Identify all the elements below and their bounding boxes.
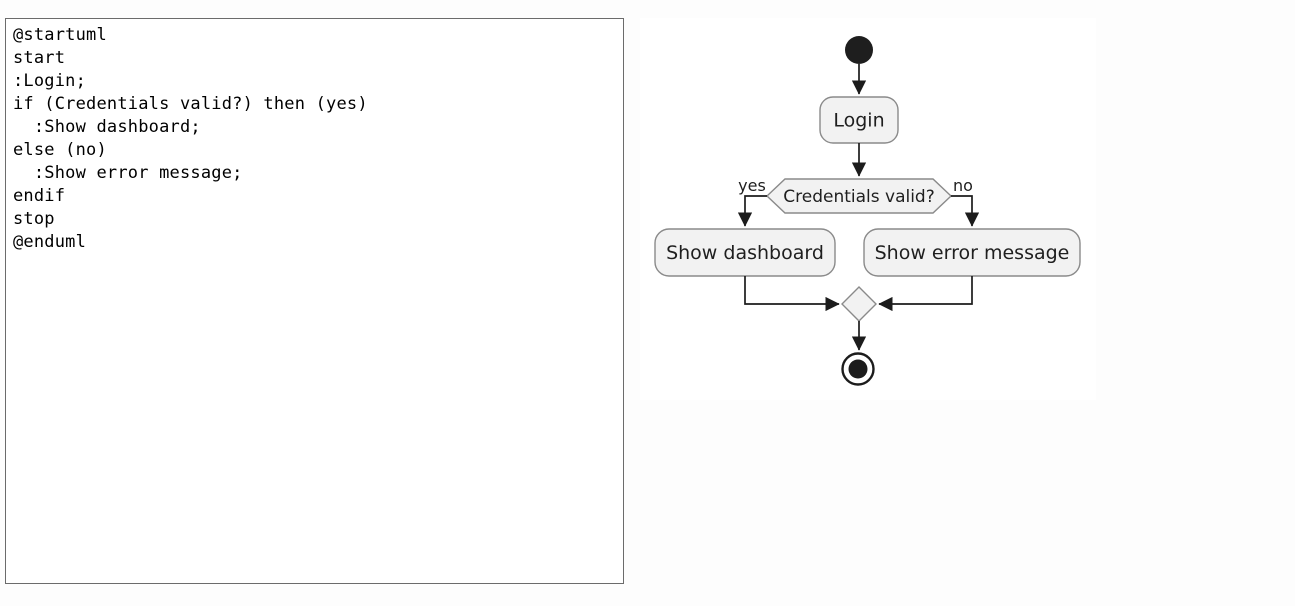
stop-node-inner [848,359,868,379]
edge-dashboard-to-merge [744,276,840,312]
start-node [845,36,873,64]
diagram-canvas: Login Credentials valid? yes no Show das… [640,18,1096,400]
plantuml-source-panel[interactable]: @startuml start :Login; if (Credentials … [5,18,624,584]
merge-diamond [841,286,877,322]
edge-no-branch [951,195,980,227]
edge-yes-branch [737,195,767,227]
branch-no-label: no [953,176,973,195]
plantuml-source-code[interactable]: @startuml start :Login; if (Credentials … [13,25,368,252]
edge-error-to-merge [878,276,973,312]
decision-credentials-label: Credentials valid? [783,187,935,207]
activity-login-label: Login [833,110,884,132]
activity-diagram-svg: Login Credentials valid? yes no Show das… [654,36,1081,386]
activity-show-dashboard-label: Show dashboard [666,242,824,264]
activity-show-error-message-label: Show error message [875,242,1070,264]
branch-yes-label: yes [738,176,766,195]
